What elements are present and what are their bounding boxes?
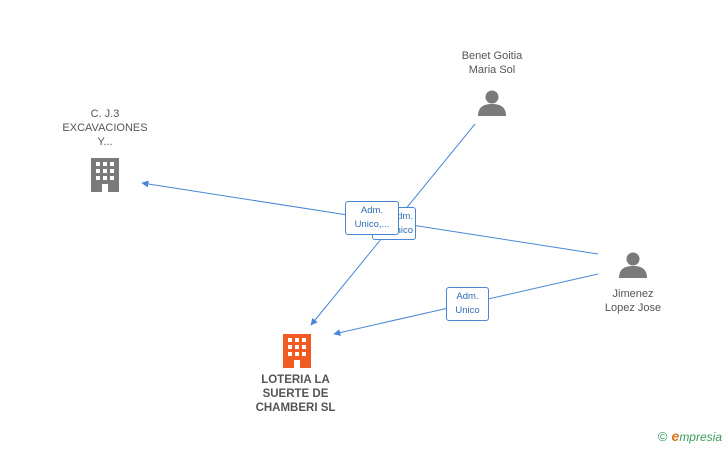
building-icon[interactable] bbox=[283, 334, 311, 368]
node-label-cj3[interactable]: C. J.3 EXCAVACIONES Y... bbox=[62, 108, 148, 148]
edge-label-jimenez-loteria: Adm. Unico bbox=[446, 287, 489, 321]
building-icon[interactable] bbox=[91, 158, 119, 192]
node-label-jimenez[interactable]: Jimenez Lopez Jose bbox=[604, 288, 662, 314]
node-label-benet[interactable]: Benet Goitia Maria Sol bbox=[461, 50, 523, 76]
empresia-logo: empresia bbox=[671, 428, 722, 444]
edge-label-jimenez-cj3: Adm. Unico,... bbox=[345, 201, 399, 235]
person-icon[interactable] bbox=[478, 90, 506, 117]
node-label-loteria[interactable]: LOTERIA LA SUERTE DE CHAMBERI SL bbox=[255, 374, 336, 414]
person-icon[interactable] bbox=[619, 252, 647, 279]
copyright-symbol: © bbox=[657, 428, 668, 444]
empresia-watermark: © empresia bbox=[658, 428, 722, 444]
